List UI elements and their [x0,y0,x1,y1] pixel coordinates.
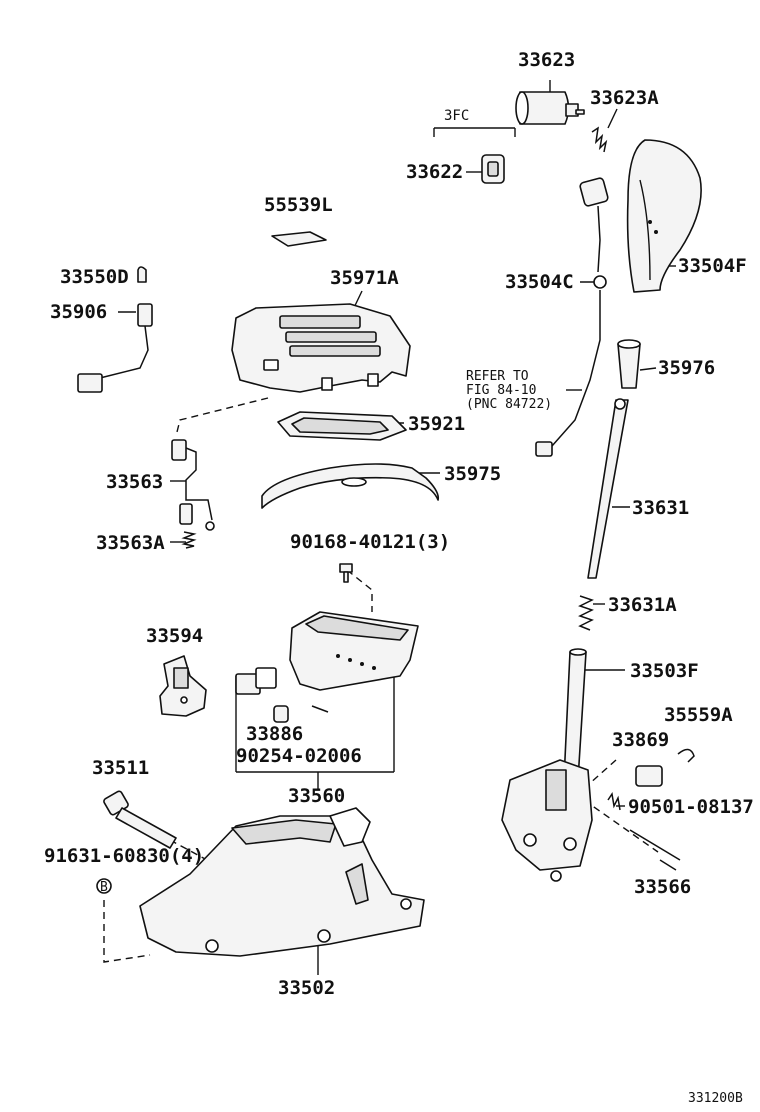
label-33631A: 33631A [608,594,677,616]
sleeve-33886-shape [273,705,289,723]
spring-33563A-shape [181,531,197,549]
label-33502: 33502 [278,977,335,999]
label-35976: 35976 [658,357,715,379]
label-33869: 33869 [612,729,669,751]
label-90254-02006: 90254-02006 [236,745,362,767]
label-35975: 35975 [444,463,501,485]
refer-note-line-3: (PNC 84722) [466,397,552,412]
label-35921: 35921 [408,413,465,435]
label-33886: 33886 [246,723,303,745]
part-labels: 33623 33623A 3FC 33622 55539L 33550D 359… [44,49,754,1106]
label-90168-40121: 90168-40121(3) [290,531,450,553]
label-33594: 33594 [146,625,203,647]
bracket-33594-shape [159,655,207,717]
spring-33631A-shape [578,595,594,631]
label-90501-08137: 90501-08137 [628,796,754,818]
bracket-33563-shape [171,439,215,531]
clip-35559A-shape [677,748,695,763]
pin-90254-shape [311,705,329,713]
knob-switch-cable-33504C-shape [535,177,609,457]
label-33631: 33631 [632,497,689,519]
refer-note-line-1: REFER TO [466,369,529,384]
label-33622: 33622 [406,161,463,183]
socket-35906-shape [77,303,153,393]
cover-strip-35975-shape [261,463,440,509]
sensor-assembly-33560-shape [235,611,419,695]
bolt-33511-shape [103,790,177,849]
diagram-code: 331200B [688,1091,743,1106]
shift-knob-33504F-shape [626,139,702,293]
label-3FC: 3FC [444,108,469,124]
base-housing-33502-shape [139,807,425,957]
leader-lines [103,80,677,975]
label-33504C: 33504C [505,271,574,293]
label-33560: 33560 [288,785,345,807]
label-33563A: 33563A [96,532,165,554]
pin-33566-shape [629,829,681,861]
label-33504F: 33504F [678,255,747,277]
solenoid-33623-shape [515,91,585,125]
label-33566: 33566 [634,876,691,898]
switch-33869-shape [635,765,663,787]
label-33511: 33511 [92,757,149,779]
label-33563: 33563 [106,471,163,493]
indicator-housing-35971A-shape [231,303,411,393]
bolt-marker [96,878,112,894]
spring-33623A-shape [591,126,608,153]
clip-33622-shape [481,154,505,184]
label-35559A: 35559A [664,704,733,726]
label-55539L: 55539L [264,194,333,216]
label-35971A: 35971A [330,267,399,289]
label-35906: 35906 [50,301,107,323]
bulb-33550D-shape [137,266,147,283]
pad-35921-shape [277,411,407,441]
screw-90168-shape [339,563,353,583]
label-33550D: 33550D [60,266,129,288]
refer-note-line-2: FIG 84-10 [466,383,536,398]
push-rod-33631-shape [587,398,629,579]
label-91631-60830: 91631-60830(4) [44,845,204,867]
label-33623A: 33623A [590,87,659,109]
plate-55539L-shape [271,231,327,247]
label-33503F: 33503F [630,660,699,682]
spring-90501-shape [607,792,621,811]
collar-35976-shape [617,339,641,389]
bolt-marker-letter: B [100,880,108,895]
shift-lever-33503F-shape [501,648,593,882]
label-33623: 33623 [518,49,575,71]
